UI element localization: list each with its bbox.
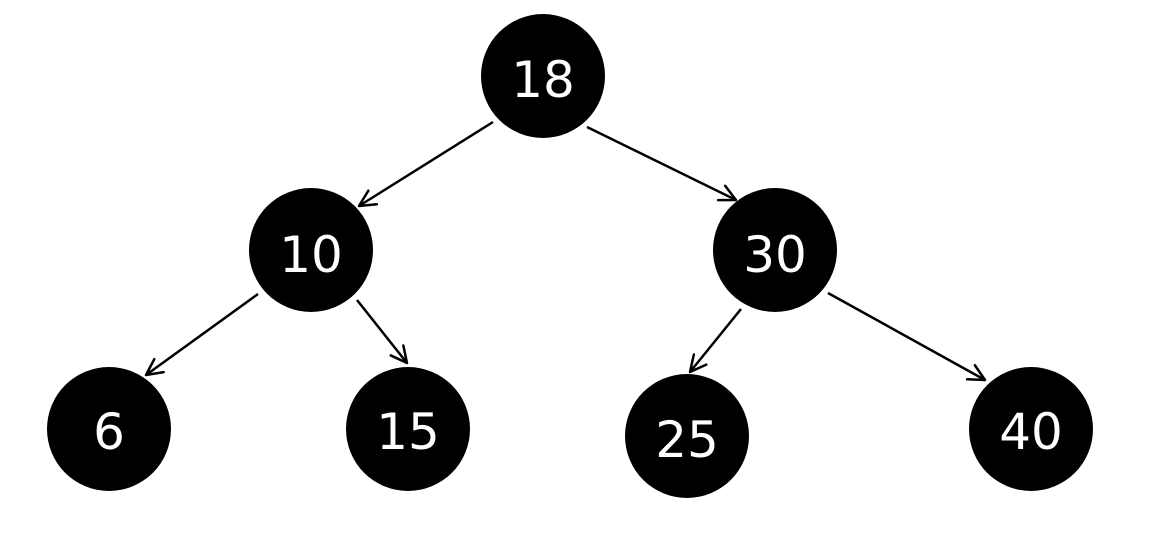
- node-label: 40: [999, 403, 1063, 461]
- node-label: 10: [279, 226, 343, 284]
- node-label: 6: [93, 403, 125, 461]
- edge-18-to-10: [357, 120, 494, 208]
- edge-10-to-6: [144, 292, 259, 377]
- edge-10-to-15: [356, 299, 409, 365]
- node-circle: [713, 188, 837, 312]
- edge-30-to-25: [688, 308, 742, 374]
- tree-node-10: 10: [249, 188, 373, 312]
- tree-node-6: 6: [47, 367, 171, 491]
- edge-30-to-40: [827, 291, 987, 382]
- node-label: 15: [376, 403, 440, 461]
- tree-node-15: 15: [346, 367, 470, 491]
- node-circle: [625, 374, 749, 498]
- edges: [144, 120, 987, 382]
- node-circle: [47, 367, 171, 491]
- edge-18-to-30: [586, 125, 738, 202]
- node-circle: [346, 367, 470, 491]
- node-circle: [249, 188, 373, 312]
- node-label: 25: [655, 411, 719, 469]
- tree-node-40: 40: [969, 367, 1093, 491]
- node-label: 30: [743, 226, 807, 284]
- tree-node-18: 18: [481, 14, 605, 138]
- node-circle: [481, 14, 605, 138]
- tree-node-30: 30: [713, 188, 837, 312]
- node-label: 18: [511, 51, 575, 109]
- node-circle: [969, 367, 1093, 491]
- tree-node-25: 25: [625, 374, 749, 498]
